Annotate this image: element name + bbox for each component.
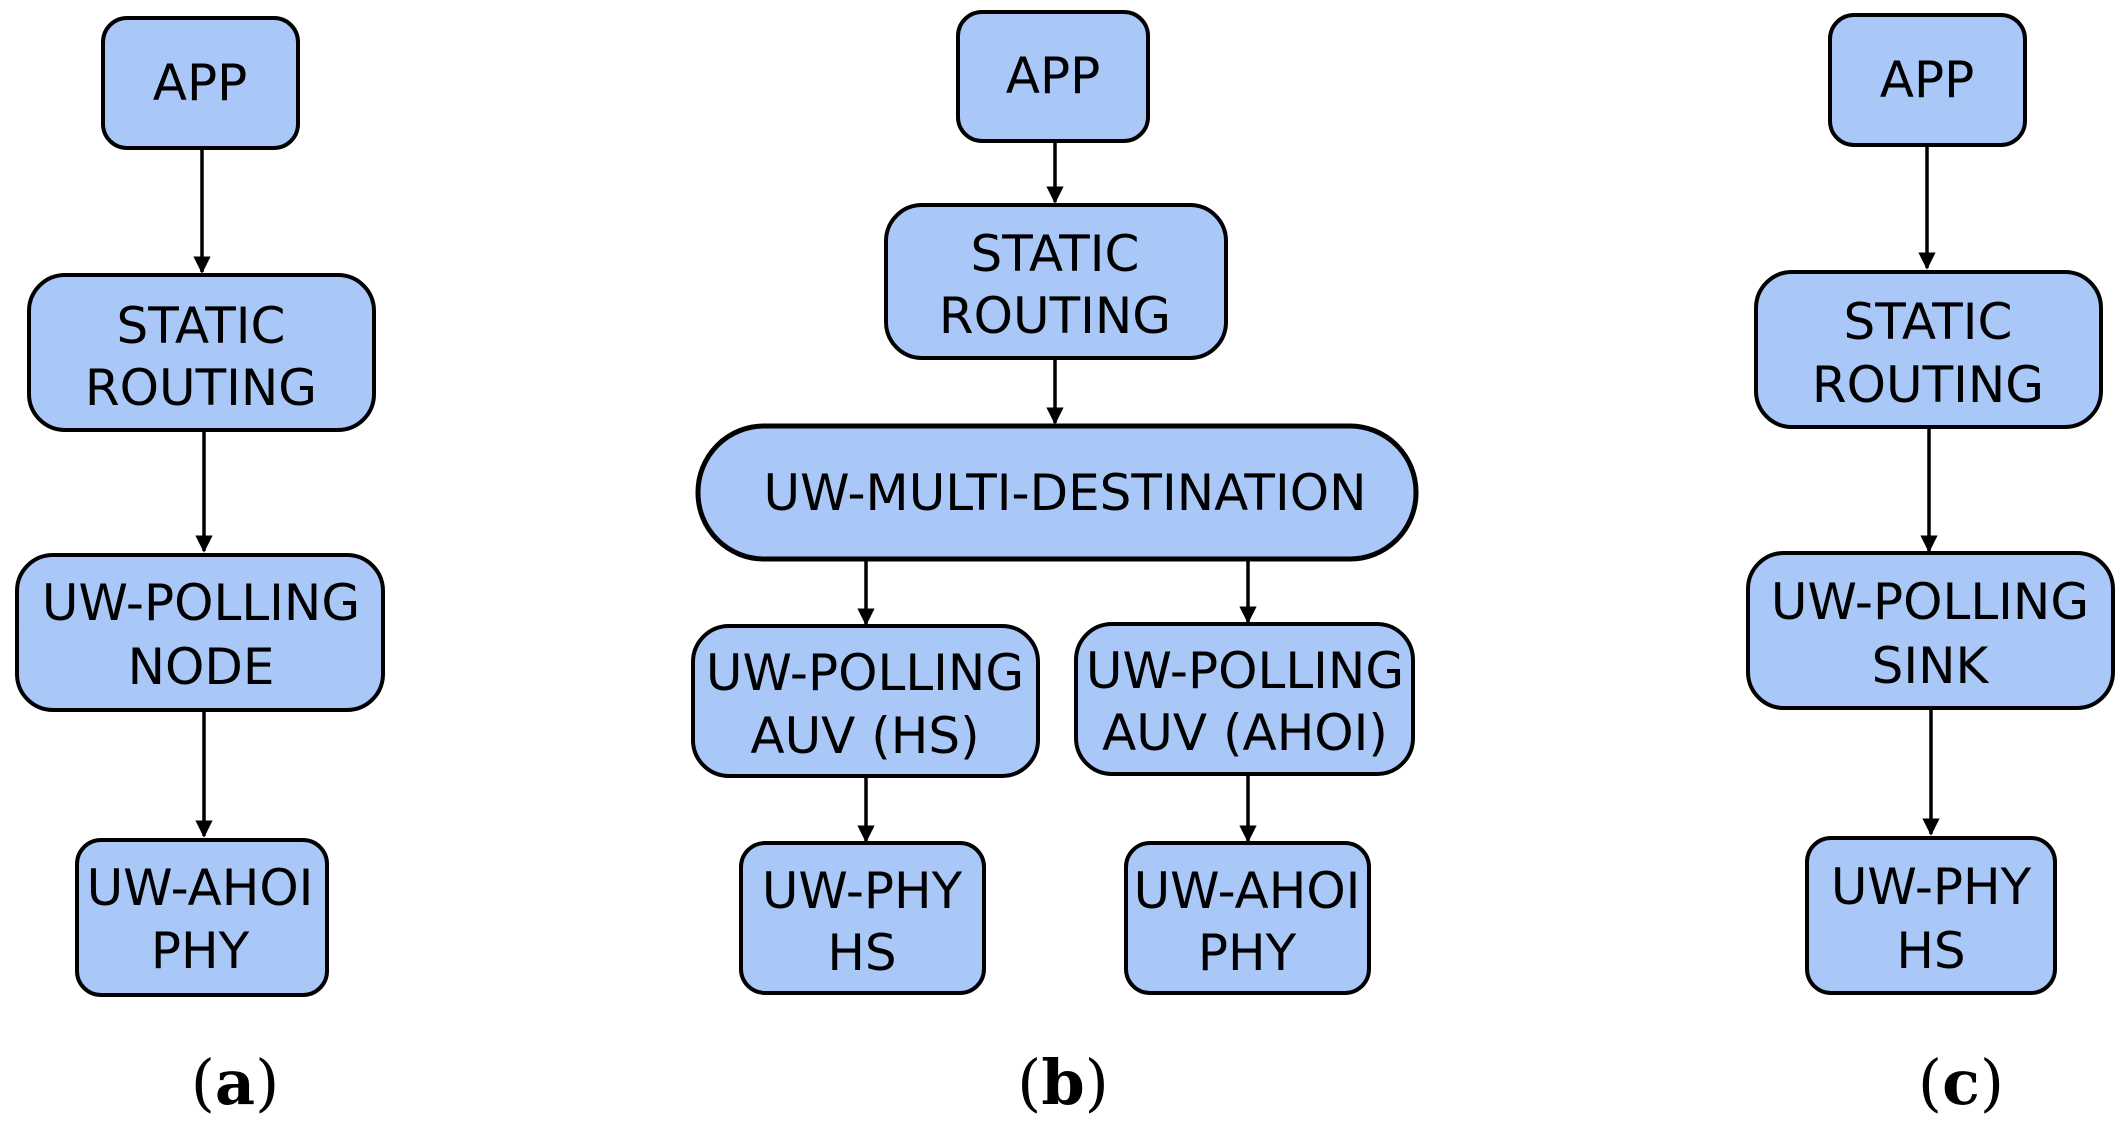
uw-ahoi-phy-box-a: UW-AHOI PHY xyxy=(75,838,329,997)
static-routing-box-c: STATIC ROUTING xyxy=(1754,270,2103,429)
panel-c: APP STATIC ROUTING UW-POLLING SINK UW-PH… xyxy=(1746,13,2115,1119)
uw-polling-ahoi-line2-b: AUV (AHOI) xyxy=(1102,704,1388,762)
static-routing-line2-b: ROUTING xyxy=(939,287,1171,345)
uw-phy-hs-line1-b: UW-PHY xyxy=(762,862,963,920)
uw-phy-hs-line1-c: UW-PHY xyxy=(1831,858,2032,916)
uw-polling-auv-hs-box-b: UW-POLLING AUV (HS) xyxy=(691,624,1040,778)
uw-phy-hs-line2-c: HS xyxy=(1896,922,1965,980)
uw-polling-sink-box-c: UW-POLLING SINK xyxy=(1746,551,2115,710)
app-box-a: APP xyxy=(101,16,300,150)
uw-polling-auv-ahoi-box-b: UW-POLLING AUV (AHOI) xyxy=(1074,622,1415,776)
uw-ahoi-phy-line2-b: PHY xyxy=(1198,924,1297,982)
caption-c: (c) xyxy=(1918,1046,2004,1119)
uw-polling-hs-line2-b: AUV (HS) xyxy=(750,707,979,765)
uw-multi-destination-label-b: UW-MULTI-DESTINATION xyxy=(764,464,1367,522)
uw-polling-line1-a: UW-POLLING xyxy=(42,574,360,632)
uw-multi-destination-box-b: UW-MULTI-DESTINATION xyxy=(695,423,1419,562)
uw-ahoi-phy-line1-a: UW-AHOI xyxy=(87,859,314,917)
uw-ahoi-phy-line1-b: UW-AHOI xyxy=(1134,862,1361,920)
static-routing-line2-a: ROUTING xyxy=(85,359,317,417)
uw-ahoi-phy-box-b: UW-AHOI PHY xyxy=(1124,841,1371,995)
app-box-b: APP xyxy=(956,10,1150,143)
uw-polling-node-box-a: UW-POLLING NODE xyxy=(15,553,385,712)
static-routing-line1-c: STATIC xyxy=(1844,293,2013,351)
app-label-c: APP xyxy=(1880,51,1975,109)
uw-polling-ahoi-line1-b: UW-POLLING xyxy=(1086,642,1404,700)
uw-ahoi-phy-line2-a: PHY xyxy=(151,922,250,980)
uw-phy-hs-box-b: UW-PHY HS xyxy=(739,841,986,995)
uw-phy-hs-line2-b: HS xyxy=(827,924,896,982)
static-routing-box-a: STATIC ROUTING xyxy=(27,273,376,432)
panel-b: APP STATIC ROUTING UW-MULTI-DESTINATION … xyxy=(691,10,1419,1119)
static-routing-box-b: STATIC ROUTING xyxy=(884,203,1228,360)
uw-polling-line2-c: SINK xyxy=(1872,637,1990,695)
app-label-b: APP xyxy=(1006,47,1101,105)
static-routing-line1-a: STATIC xyxy=(117,297,286,355)
app-label-a: APP xyxy=(153,54,248,112)
uw-phy-hs-box-c: UW-PHY HS xyxy=(1805,836,2057,995)
static-routing-line1-b: STATIC xyxy=(971,225,1140,283)
uw-polling-line2-a: NODE xyxy=(128,638,275,696)
caption-b: (b) xyxy=(1017,1046,1109,1119)
panel-a: APP STATIC ROUTING UW-POLLING NODE UW-AH… xyxy=(15,16,385,1119)
uw-polling-line1-c: UW-POLLING xyxy=(1771,573,2089,631)
caption-a: (a) xyxy=(191,1046,280,1119)
static-routing-line2-c: ROUTING xyxy=(1812,356,2044,414)
uw-polling-hs-line1-b: UW-POLLING xyxy=(706,644,1024,702)
app-box-c: APP xyxy=(1828,13,2027,147)
